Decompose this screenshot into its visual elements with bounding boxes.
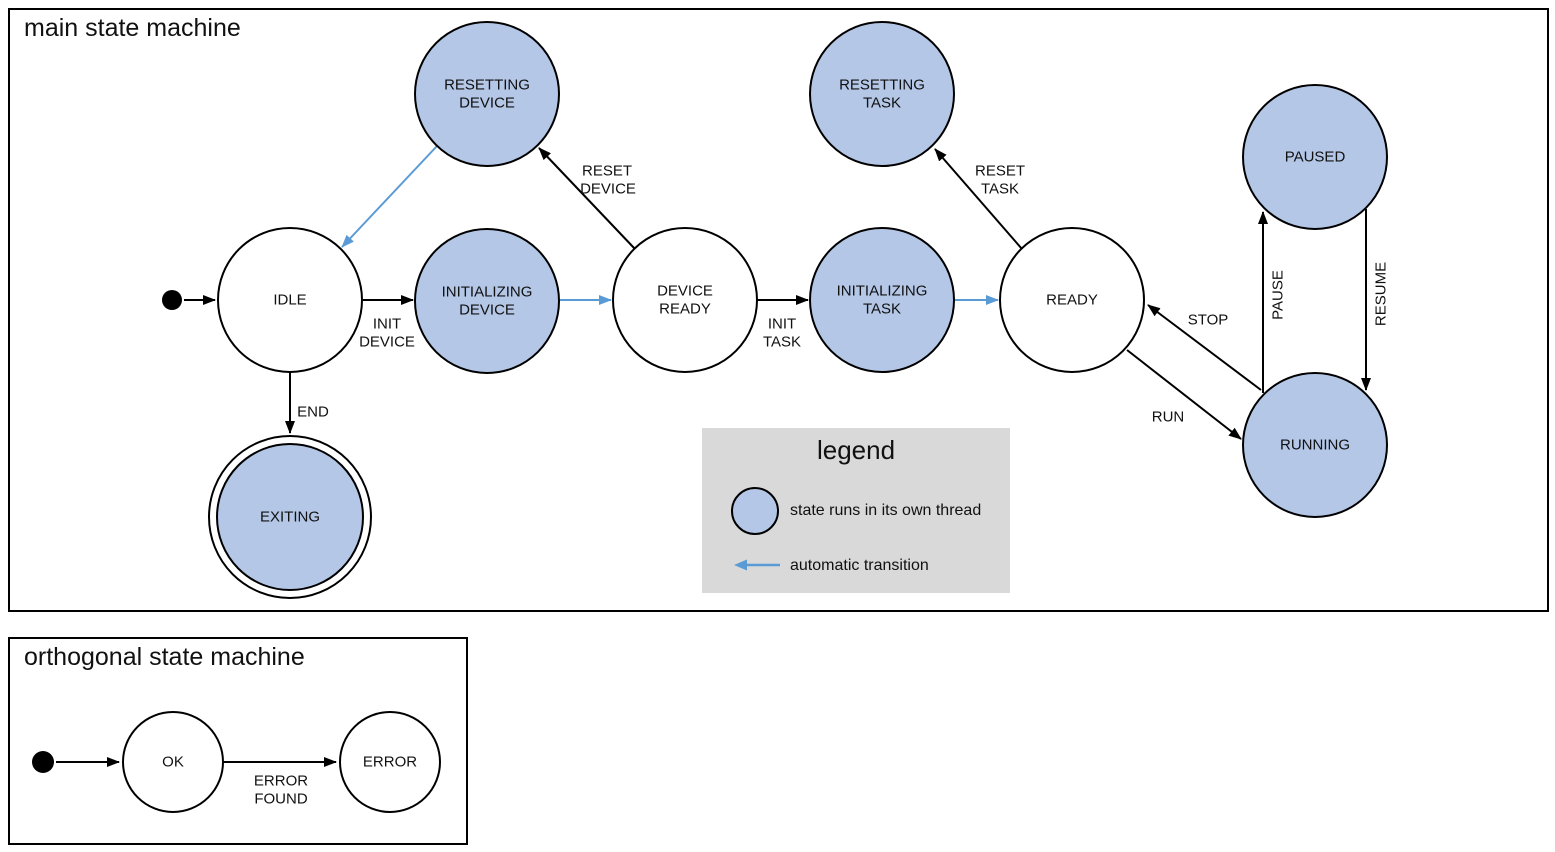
legend-title: legend [816, 435, 896, 465]
orthogonal-frame-title: orthogonal state machine [24, 643, 305, 671]
legend-thread-label: state runs in its own thread [790, 502, 982, 519]
legend-auto-label: automatic transition [790, 557, 929, 574]
legend: legend state runs in its own thread auto… [702, 428, 1010, 593]
main-frame-title: main state machine [24, 14, 241, 42]
orthogonal-state-machine-frame: orthogonal state machine [8, 637, 468, 845]
thread-state-icon [731, 487, 779, 535]
automatic-transition-arrow-icon [734, 559, 780, 571]
